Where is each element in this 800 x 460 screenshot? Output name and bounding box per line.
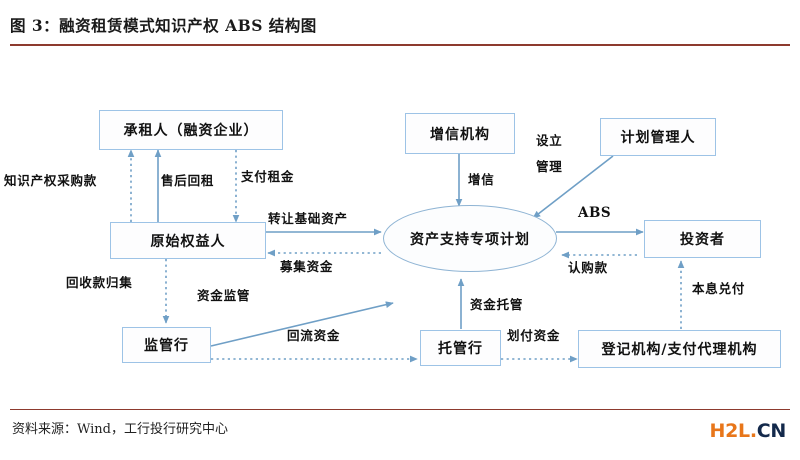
edge-label-fund-supervision: 资金监管	[197, 288, 251, 303]
node-registrar-label: 登记机构/支付代理机构	[601, 342, 758, 358]
edge-label-pay-rent: 支付租金	[241, 169, 295, 184]
edge-label-raise-funds: 募集资金	[280, 259, 334, 274]
node-investor[interactable]: 投资者	[644, 220, 761, 258]
figure-header: 图 3：融资租赁模式知识产权 ABS 结构图	[10, 14, 790, 44]
edge-label-ip-purchase: 知识产权采购款	[4, 173, 98, 188]
edge-label-credit-enhance: 增信	[468, 172, 495, 187]
node-enhancer-label: 增信机构	[430, 126, 490, 143]
node-registrar[interactable]: 登记机构/支付代理机构	[578, 330, 781, 368]
edge-label-principal-interest: 本息兑付	[692, 281, 746, 296]
node-spv-label: 资产支持专项计划	[410, 231, 530, 248]
edge-label-abs: ABS	[578, 205, 612, 221]
edge-label-sale-leaseback: 售后回租	[161, 173, 215, 188]
watermark-primary: H2L.	[709, 420, 758, 442]
edge-layer	[127, 149, 685, 363]
figure-title: 图 3：融资租赁模式知识产权 ABS 结构图	[10, 16, 317, 35]
watermark-secondary: CN	[756, 420, 787, 442]
edge-setup-manage	[532, 155, 614, 219]
node-originator-label: 原始权益人	[150, 233, 226, 250]
edge-label-collection: 回收款归集	[66, 275, 133, 290]
edge-label-setup: 设立	[536, 133, 563, 148]
node-regbank[interactable]: 监管行	[122, 327, 211, 363]
node-enhancer[interactable]: 增信机构	[405, 113, 515, 154]
node-custodian-label: 托管行	[438, 341, 483, 357]
node-lessee[interactable]: 承租人（融资企业）	[99, 110, 283, 150]
node-lessee-label: 承租人（融资企业）	[123, 123, 259, 139]
edge-label-fund-custody: 资金托管	[470, 297, 524, 312]
edge-label-transfer-funds: 划付资金	[507, 328, 561, 343]
edge-label-transfer-assets: 转让基础资产	[268, 211, 348, 226]
node-regbank-label: 监管行	[144, 338, 189, 354]
edge-label-subscription: 认购款	[568, 260, 608, 275]
title-divider	[10, 44, 790, 46]
node-investor-label: 投资者	[680, 232, 725, 248]
node-originator[interactable]: 原始权益人	[110, 222, 266, 259]
node-custodian[interactable]: 托管行	[420, 330, 501, 366]
footer-divider	[10, 409, 790, 410]
edge-label-manage: 管理	[536, 159, 563, 174]
node-spv[interactable]: 资产支持专项计划	[383, 205, 557, 272]
source-note: 资料来源：Wind，工行投行研究中心	[12, 422, 228, 437]
node-manager-label: 计划管理人	[620, 130, 696, 146]
node-manager[interactable]: 计划管理人	[600, 118, 716, 156]
watermark: H2L.CN	[710, 420, 787, 442]
flow-diagram: 承租人（融资企业） 原始权益人 监管行 增信机构 资产支持专项计划 托管行 计划…	[0, 46, 800, 408]
edge-fund-supervision	[210, 301, 394, 347]
edge-label-returned-funds: 回流资金	[287, 328, 341, 343]
